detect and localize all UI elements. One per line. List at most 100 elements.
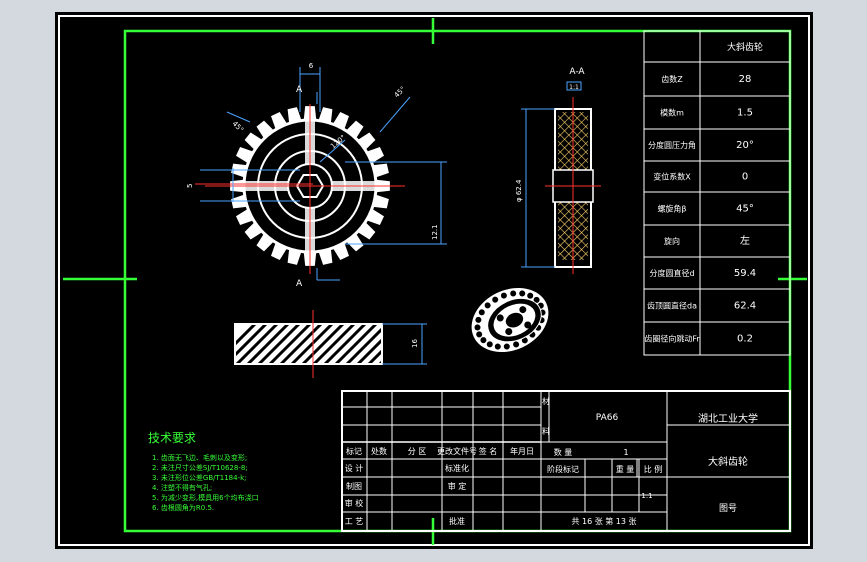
tb-part-name: 大斜齿轮: [708, 455, 748, 468]
param-label: 齿圈径向跳动Fr: [644, 334, 700, 344]
param-label: 齿数Z: [661, 74, 683, 84]
iso-tooth-gap: [494, 343, 501, 350]
iso-tooth-gap: [521, 337, 528, 344]
helix-line: [246, 324, 290, 364]
helix-line: [367, 348, 382, 364]
param-value: 左: [740, 234, 750, 247]
section-view: [521, 81, 601, 274]
iso-tooth-gap: [474, 324, 481, 331]
tb-h-zone: 分 区: [408, 447, 427, 456]
tb-r-craft: 工 艺: [345, 517, 364, 526]
tech-title: 技术要求: [148, 431, 196, 445]
gear-tooth: [231, 163, 248, 178]
helix-line: [235, 324, 257, 347]
tb-r-review: 审 定: [448, 481, 467, 491]
param-value: 45°: [736, 204, 754, 215]
iso-tooth-gap: [533, 296, 540, 303]
helix-line: [257, 324, 301, 364]
tech-requirements: 1. 齿面无飞边、毛刺以及变形;2. 未注尺寸公差SJ/T10628-8;3. …: [152, 453, 259, 512]
param-label: 分度圆直径d: [649, 268, 694, 278]
tech-item: 5. 为减少变形,模具用6个均布浇口: [152, 493, 259, 502]
tb-h-count: 处数: [371, 446, 387, 456]
gear-tooth: [287, 248, 302, 265]
gear-top-view: [234, 310, 453, 378]
section-label: A-A: [569, 67, 585, 77]
param-table-title: 大斜齿轮: [727, 41, 763, 53]
gear-tooth: [318, 107, 333, 124]
tb-r-design: 设 计: [345, 463, 364, 473]
gear-isometric: [471, 287, 549, 353]
tb-material: PA66: [596, 413, 619, 423]
param-value: 59.4: [734, 268, 756, 279]
tb-qty: 数 量: [554, 447, 573, 457]
iso-tooth-gap: [476, 331, 483, 338]
tb-qty-val: 1: [623, 448, 628, 457]
iso-tooth-gap: [480, 337, 487, 344]
tech-item: 6. 齿根圆角为R0.5.: [152, 503, 214, 512]
view-label-a-top: A: [296, 85, 303, 95]
helix-line: [334, 324, 378, 364]
param-value: 20°: [736, 140, 754, 151]
cad-drawing: 大斜齿轮 齿数Z 28 模数m 1.5 分度圆压力角 20° 变位系数X 0 螺旋角β 45° 旋向…: [58, 15, 810, 546]
tb-mat-char-2: 料: [542, 426, 550, 436]
iso-tooth-gap: [519, 290, 526, 297]
iso-tooth-gap: [510, 290, 517, 297]
iso-tooth-gap: [484, 302, 491, 309]
iso-tooth-gap: [492, 296, 499, 303]
dim-angle-a: 45°: [393, 85, 407, 99]
param-value: 0.2: [737, 334, 753, 345]
title-block: [341, 390, 791, 532]
param-label: 旋向: [664, 236, 680, 246]
param-label: 齿顶圆直径da: [647, 301, 697, 311]
param-label: 分度圆压力角: [648, 140, 696, 150]
view-label-a-bottom: A: [296, 279, 303, 289]
tech-item: 4. 注塑不得有气孔;: [152, 483, 212, 492]
tb-r-standard: 标准化: [445, 463, 469, 473]
gear-tooth: [318, 248, 333, 265]
helix-line: [235, 324, 268, 358]
helix-line: [312, 324, 356, 364]
tb-scale-val: 1:1: [641, 492, 652, 500]
helix-line: [323, 324, 367, 364]
helix-line: [345, 326, 382, 364]
parameter-table: 大斜齿轮 齿数Z 28 模数m 1.5 分度圆压力角 20° 变位系数X 0 螺旋角β 45° 旋向…: [643, 30, 791, 356]
gear-front-view: [195, 67, 447, 281]
helix-line: [290, 324, 334, 364]
tb-weight: 重 量: [616, 464, 635, 474]
helix-line: [356, 337, 382, 364]
param-value: 1.5: [737, 108, 753, 119]
tb-h-docno: 更改文件号: [437, 446, 477, 456]
param-label: 模数m: [660, 108, 684, 118]
tech-item: 1. 齿面无飞边、毛刺以及变形;: [152, 453, 247, 462]
helix-line: [413, 324, 453, 364]
gear-tooth: [287, 107, 302, 124]
iso-tooth-gap: [513, 341, 520, 348]
dim-top: 6: [309, 62, 314, 70]
iso-tooth-gap: [478, 309, 485, 316]
tb-university: 湖北工业大学: [698, 412, 758, 425]
dim-section-dia: φ 62.4: [515, 179, 523, 202]
helix-line: [268, 324, 312, 364]
tech-item: 2. 未注尺寸公差SJ/T10628-8;: [152, 463, 248, 472]
tb-r-approve: 批准: [449, 516, 465, 526]
section-scale: 1:1: [569, 84, 579, 91]
param-value: 62.4: [734, 301, 756, 312]
param-value: 28: [739, 74, 752, 85]
iso-tooth-gap: [527, 292, 534, 299]
gear-tooth: [372, 194, 389, 209]
drawing-sheet: 大斜齿轮 齿数Z 28 模数m 1.5 分度圆压力角 20° 变位系数X 0 螺旋角β 45° 旋向…: [55, 12, 813, 549]
tb-h-sign: 签 名: [479, 446, 498, 456]
param-value: 0: [742, 172, 748, 183]
tb-r-check: 审 校: [345, 498, 364, 508]
tb-r-draw: 制图: [346, 481, 362, 491]
dim-angle-b: 45°: [231, 120, 245, 134]
tb-h-date: 年月日: [510, 446, 534, 456]
iso-tooth-gap: [500, 292, 507, 299]
helix-line: [235, 324, 279, 364]
iso-tooth-gap: [475, 316, 482, 323]
param-label: 螺旋角β: [657, 204, 686, 214]
param-label: 变位系数X: [653, 172, 691, 182]
dim-face-width: 16: [411, 339, 419, 348]
iso-tooth-gap: [486, 341, 493, 348]
tech-item: 3. 未注形位公差GB/T1184-k;: [152, 473, 247, 482]
